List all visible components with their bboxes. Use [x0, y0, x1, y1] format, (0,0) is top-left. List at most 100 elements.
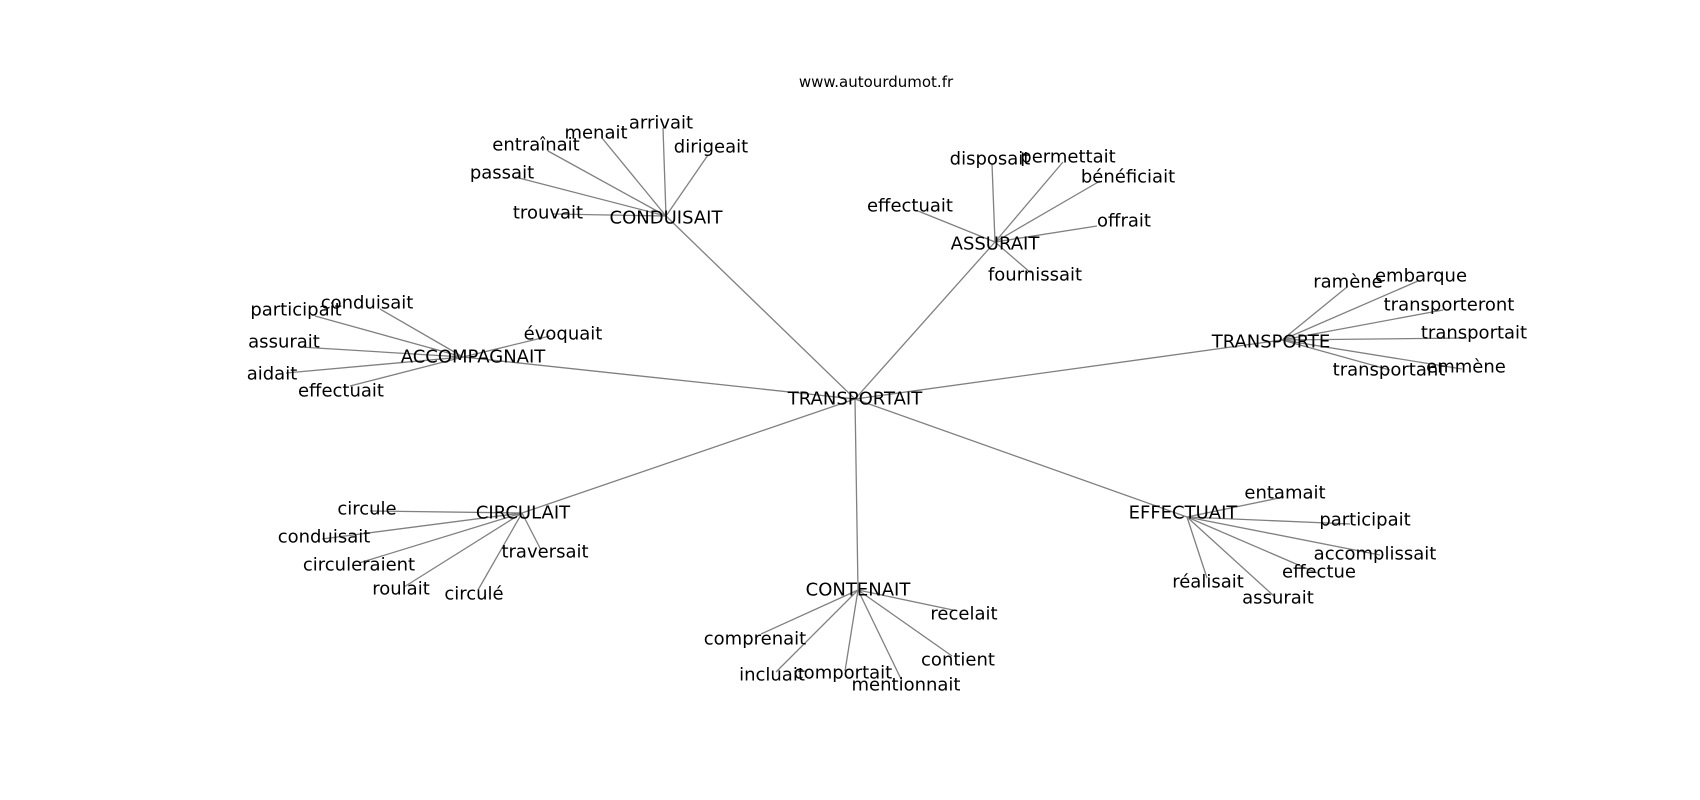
word-node-comportait[interactable]: comportait	[794, 663, 892, 684]
edge-transporte-transporteront	[1281, 309, 1444, 341]
edge-accompagnait-effectuait	[349, 356, 464, 387]
word-node-conduisait[interactable]: conduisait	[321, 293, 414, 314]
word-node-offrait[interactable]: offrait	[1097, 211, 1151, 232]
edge-contenait-recelait	[857, 589, 954, 611]
word-node-trouvait[interactable]: trouvait	[513, 203, 583, 224]
word-node-evoquait[interactable]: évoquait	[524, 324, 603, 345]
hub-node-accompagnait[interactable]: ACCOMPAGNAIT	[401, 347, 547, 368]
edge-center-circulait	[521, 398, 856, 514]
edge-effectuait-assurait	[1186, 516, 1276, 598]
edge-conduisait-dirigeait	[665, 154, 709, 217]
edge-transporte-transportant	[1281, 339, 1391, 371]
word-node-effectuait[interactable]: effectuait	[867, 196, 953, 217]
edge-assurait-offrait	[994, 225, 1098, 243]
edge-center-assurait	[854, 241, 996, 400]
edge-accompagnait-aidait	[285, 356, 464, 374]
word-node-arrivait[interactable]: arrivait	[629, 113, 693, 134]
hub-node-transporte[interactable]: TRANSPORTE	[1211, 332, 1331, 353]
edge-assurait-permettait	[994, 161, 1064, 243]
word-node-beneficiait[interactable]: bénéficiait	[1081, 167, 1175, 188]
edge-assurait-beneficiait	[994, 180, 1101, 243]
word-node-emmene[interactable]: emmène	[1426, 357, 1506, 378]
word-node-participait[interactable]: participait	[250, 300, 341, 321]
word-node-transportait[interactable]: transportait	[1421, 323, 1527, 344]
word-node-roulait[interactable]: roulait	[372, 579, 430, 600]
word-node-traversait[interactable]: traversait	[501, 542, 588, 563]
word-node-embarque[interactable]: embarque	[1375, 266, 1467, 287]
center-word-node[interactable]: TRANSPORTAIT	[787, 389, 923, 410]
word-node-conduisait[interactable]: conduisait	[278, 527, 371, 548]
edge-transporte-emmene	[1281, 339, 1463, 370]
edge-accompagnait-evoquait	[462, 335, 551, 358]
word-node-effectue[interactable]: effectue	[1282, 562, 1356, 583]
edge-transporte-transportait	[1281, 337, 1468, 341]
edge-assurait-fournissait	[994, 241, 1032, 274]
edge-effectuait-effectue	[1186, 516, 1318, 574]
edge-circulait-circule	[477, 512, 523, 591]
word-node-entamait[interactable]: entamait	[1244, 483, 1325, 504]
edge-conduisait-passait	[514, 176, 667, 217]
edge-center-accompagnait	[462, 356, 856, 400]
edge-circulait-roulait	[403, 512, 523, 588]
edge-conduisait-menait	[601, 137, 667, 217]
word-node-circule[interactable]: circulé	[444, 584, 503, 605]
edge-contenait-incluait	[775, 589, 859, 673]
word-node-effectuait[interactable]: effectuait	[298, 381, 384, 402]
hub-node-effectuait[interactable]: EFFECTUAIT	[1129, 503, 1239, 524]
edge-assurait-effectuait	[917, 210, 996, 243]
word-node-assurait[interactable]: assurait	[1242, 588, 1314, 609]
edge-effectuait-entamait	[1186, 496, 1285, 518]
edge-accompagnait-assurait	[299, 346, 464, 358]
word-node-ramene[interactable]: ramène	[1313, 272, 1383, 293]
edge-conduisait-trouvait	[552, 213, 667, 217]
word-node-realisait[interactable]: réalisait	[1172, 572, 1244, 593]
hub-node-conduisait[interactable]: CONDUISAIT	[610, 208, 724, 229]
word-node-transporteront[interactable]: transporteront	[1384, 295, 1515, 316]
edge-center-transporte	[854, 339, 1283, 400]
word-node-disposait[interactable]: disposait	[950, 149, 1031, 170]
edge-effectuait-participait	[1186, 516, 1351, 525]
edge-center-contenait	[854, 398, 859, 591]
edge-center-effectuait	[854, 398, 1188, 518]
edge-circulait-circule	[369, 510, 523, 514]
hub-node-assurait[interactable]: ASSURAIT	[951, 234, 1041, 255]
word-node-transportant[interactable]: transportant	[1333, 360, 1446, 381]
word-node-aidait[interactable]: aidait	[247, 364, 298, 385]
edge-accompagnait-conduisait	[379, 308, 464, 358]
word-node-contient[interactable]: contient	[921, 650, 995, 671]
edge-circulait-conduisait	[321, 512, 523, 540]
word-node-accomplissait[interactable]: accomplissait	[1314, 544, 1437, 565]
edge-conduisait-entrainait	[547, 150, 667, 217]
edge-contenait-comportait	[844, 589, 859, 672]
word-node-circule[interactable]: circule	[337, 499, 396, 520]
edge-contenait-mentionnait	[857, 589, 903, 682]
hub-node-circulait[interactable]: CIRCULAIT	[476, 503, 571, 524]
edge-effectuait-accomplissait	[1186, 516, 1381, 556]
watermark[interactable]: www.autourdumot.fr	[799, 73, 954, 91]
edge-contenait-comprenait	[760, 589, 859, 635]
edge-circulait-circuleraient	[358, 512, 523, 564]
word-node-fournissait[interactable]: fournissait	[988, 265, 1082, 286]
edge-center-conduisait	[665, 215, 856, 400]
word-node-comprenait[interactable]: comprenait	[704, 629, 806, 650]
word-node-passait[interactable]: passait	[470, 163, 534, 184]
word-node-dirigeait[interactable]: dirigeait	[674, 137, 748, 158]
word-node-mentionnait[interactable]: mentionnait	[852, 675, 961, 696]
word-node-recelait[interactable]: recelait	[930, 604, 997, 625]
edge-circulait-traversait	[521, 512, 542, 551]
word-node-permettait[interactable]: permettait	[1020, 147, 1115, 168]
edge-transporte-embarque	[1281, 280, 1419, 341]
word-node-assurait[interactable]: assurait	[248, 332, 320, 353]
word-node-menait[interactable]: menait	[564, 123, 627, 144]
word-node-circuleraient[interactable]: circuleraient	[303, 555, 415, 576]
hub-node-contenait[interactable]: CONTENAIT	[806, 580, 912, 601]
graph-edges	[285, 127, 1468, 682]
edge-contenait-contient	[857, 589, 953, 657]
edge-transporte-ramene	[1281, 286, 1348, 341]
word-node-participait[interactable]: participait	[1319, 510, 1410, 531]
word-node-incluait[interactable]: incluait	[739, 665, 805, 686]
word-node-entrainait[interactable]: entraînait	[492, 135, 579, 156]
edge-accompagnait-participait	[314, 315, 464, 358]
